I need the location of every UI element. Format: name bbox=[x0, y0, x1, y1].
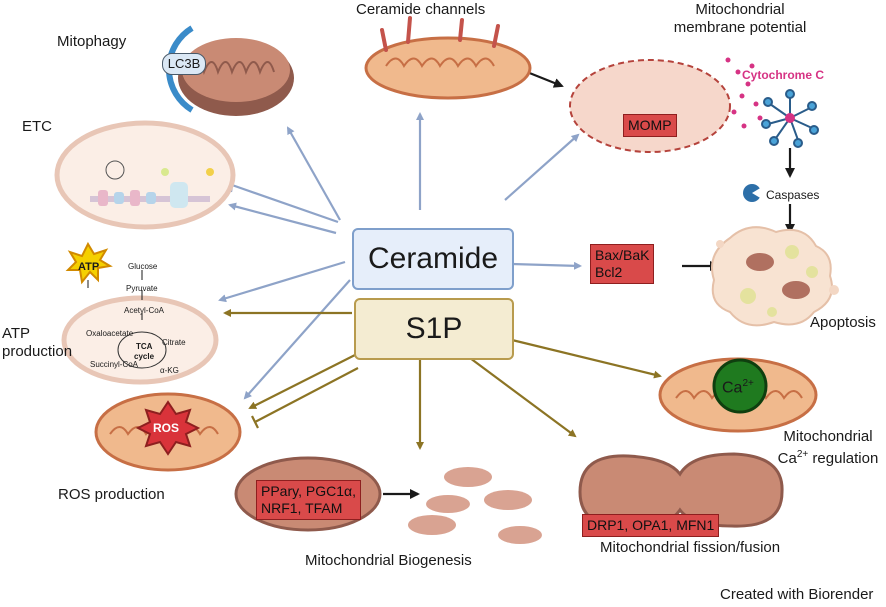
ca-label-line2: Ca2+ regulation bbox=[770, 446, 886, 468]
mmp-label-line1: Mitochondrial bbox=[695, 1, 785, 18]
mitophagy-illustration bbox=[165, 25, 294, 116]
caspase-icon bbox=[743, 184, 762, 202]
calcium-badge-text: Ca bbox=[722, 379, 743, 397]
ceramide-label: Ceramide bbox=[367, 242, 499, 275]
arrow-to-etc bbox=[228, 202, 337, 235]
arrow-to-mmp bbox=[504, 133, 580, 201]
lc3b-label: LC3B bbox=[167, 56, 201, 71]
tca-acetyl: Acetyl-CoA bbox=[124, 306, 165, 315]
s1p-label: S1P bbox=[405, 312, 463, 345]
atp-badge-label: ATP bbox=[78, 261, 100, 273]
arrow-channels-to-mmp bbox=[526, 70, 564, 88]
tca-akg: α-KG bbox=[160, 366, 179, 375]
mmp-illustration bbox=[569, 57, 819, 202]
black-arrows bbox=[383, 70, 795, 499]
arrow-to-atp bbox=[218, 260, 346, 303]
tca-pyruvate: Pyruvate bbox=[126, 284, 158, 293]
s1p-arrow-to-calcium bbox=[511, 338, 662, 379]
momp-box: MOMP bbox=[623, 114, 677, 137]
tca-tca: TCA bbox=[136, 342, 153, 351]
bax-box: Bax/BaK Bcl2 bbox=[590, 244, 655, 284]
tca-glucose: Glucose bbox=[128, 262, 158, 271]
s1p-arrows bbox=[223, 309, 662, 450]
calcium-illustration bbox=[658, 357, 818, 433]
fission-proteins-label: DRP1, OPA1, MFN1 bbox=[587, 517, 715, 533]
mmp-label-line2: membrane potential bbox=[673, 19, 807, 36]
ca-label-ca: Ca bbox=[777, 450, 797, 467]
ros-illustration bbox=[94, 392, 242, 472]
fission-box: DRP1, OPA1, MFN1 bbox=[582, 514, 720, 537]
mitophagy-label: Mitophagy bbox=[57, 33, 127, 50]
biogenesis-box: PPary, PGC1α, NRF1, TFAM bbox=[256, 480, 361, 520]
ca-label-rest: regulation bbox=[808, 450, 879, 467]
ros-production-label: ROS production bbox=[58, 486, 165, 503]
calcium-badge-circle bbox=[712, 358, 768, 414]
arrow-to-ros bbox=[243, 279, 351, 400]
biogenesis-label: Mitochondrial Biogenesis bbox=[305, 552, 472, 569]
fission-fusion-label: Mitochondrial fission/fusion bbox=[600, 539, 781, 556]
apoptosis-illustration bbox=[711, 226, 839, 327]
atp-label-line2: production bbox=[2, 343, 73, 360]
ca-label-line1: Mitochondrial bbox=[783, 428, 873, 445]
ceramide-box: Ceramide bbox=[352, 228, 514, 290]
momp-label: MOMP bbox=[628, 117, 672, 133]
s1p-inhibit-ros-bar bbox=[251, 415, 259, 429]
etc-label: ETC bbox=[22, 118, 52, 135]
tca-citrate: Citrate bbox=[162, 338, 186, 347]
caspases-label: Caspases bbox=[766, 188, 820, 202]
atp-star-icon bbox=[65, 241, 113, 285]
s1p-box: S1P bbox=[354, 298, 514, 360]
ca-label-sup: 2+ bbox=[796, 449, 809, 460]
etc-illustration bbox=[54, 120, 236, 230]
ceramide-arrows bbox=[218, 112, 582, 400]
ros-badge-label: ROS bbox=[153, 421, 180, 435]
s1p-inhibit-ros bbox=[254, 367, 359, 423]
calcium-badge-sup: 2+ bbox=[742, 378, 754, 389]
arrow-to-mitophagy bbox=[287, 126, 341, 221]
ceramide-channels-illustration bbox=[364, 16, 532, 100]
apoptosis-label: Apoptosis bbox=[810, 314, 876, 331]
s1p-arrow-to-ros bbox=[248, 354, 356, 409]
ceramide-channels-label: Ceramide channels bbox=[356, 1, 486, 18]
tca-oxaloacetate: Oxaloacetate bbox=[86, 329, 134, 338]
arrow-to-bax bbox=[511, 261, 582, 270]
credit-label: Created with Biorender bbox=[720, 586, 874, 603]
lc3b-badge: LC3B bbox=[162, 53, 206, 75]
tca-succinyl: Succinyl-CoA bbox=[90, 360, 139, 369]
bcl2-label: Bcl2 bbox=[595, 264, 623, 280]
biogenesis-line1: PPary, PGC1α, bbox=[261, 483, 356, 499]
s1p-arrow-to-fission bbox=[469, 357, 577, 438]
tca-cycle: cycle bbox=[134, 352, 155, 361]
atp-label-line1: ATP bbox=[2, 325, 31, 342]
apoptosome-icon bbox=[761, 89, 819, 148]
cytochrome-c-label: Cytochrome C bbox=[742, 68, 825, 82]
calcium-badge-label: Ca2+ bbox=[722, 375, 754, 397]
inhibit-etc-1 bbox=[231, 183, 339, 224]
atp-illustration bbox=[61, 241, 219, 385]
biogenesis-line2: NRF1, TFAM bbox=[261, 500, 343, 516]
ros-star-icon bbox=[135, 400, 201, 456]
bax-label: Bax/BaK bbox=[595, 247, 650, 263]
